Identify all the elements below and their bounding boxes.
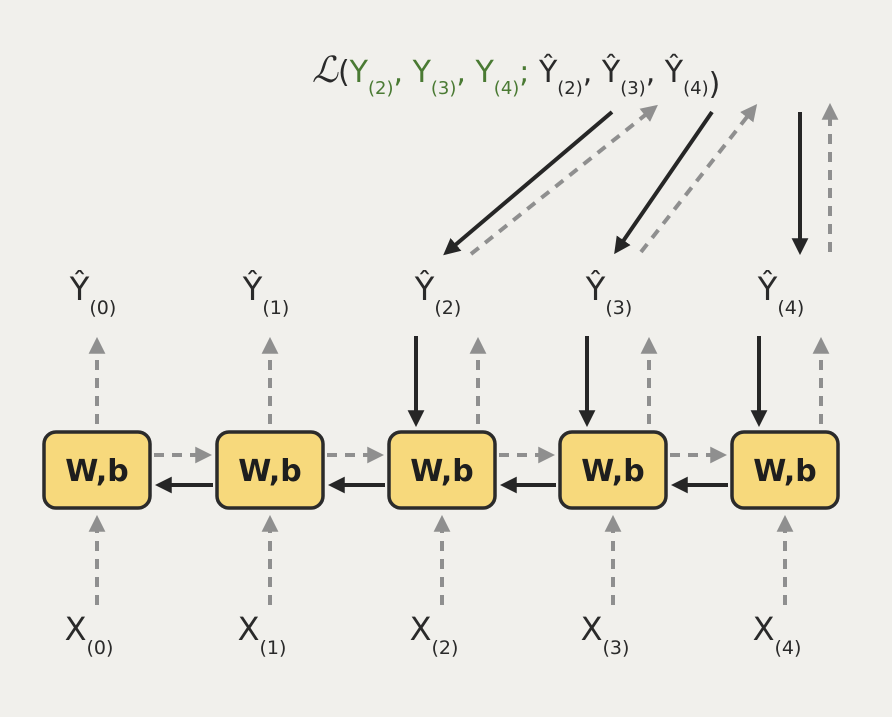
loss-prediction-1: Ŷ bbox=[601, 53, 621, 90]
output-yhat-0-symbol: Ŷ bbox=[69, 270, 90, 308]
input-x-1-symbol: X bbox=[238, 610, 260, 648]
rnn-cell-2: W,b bbox=[387, 430, 497, 510]
cell-box bbox=[387, 430, 497, 510]
cell-params-label: W,b bbox=[581, 454, 645, 489]
loss-target-sub-1: (3) bbox=[431, 78, 457, 99]
output-yhat-3-subscript: (3) bbox=[605, 297, 632, 319]
cell-params-label: W,b bbox=[238, 454, 302, 489]
output-yhat-2-symbol: Ŷ bbox=[414, 270, 435, 308]
cell-params-label: W,b bbox=[65, 454, 129, 489]
loss-target-2: Y bbox=[474, 55, 494, 90]
output-yhat-0-subscript: (0) bbox=[89, 297, 116, 319]
loss-open-paren: ( bbox=[338, 55, 350, 90]
output-yhat-2-subscript: (2) bbox=[434, 297, 461, 319]
loss-close-paren: ) bbox=[709, 67, 721, 102]
input-x-0-symbol: X bbox=[65, 610, 87, 648]
loss-prediction-sub-1: (3) bbox=[620, 78, 646, 99]
loss-prediction-sub-0: (2) bbox=[557, 78, 583, 99]
input-x-2-symbol: X bbox=[410, 610, 432, 648]
loss-prediction-sep-1: , bbox=[646, 55, 665, 90]
input-x-3-subscript: (3) bbox=[603, 637, 630, 659]
loss-prediction-2: Ŷ bbox=[664, 53, 684, 90]
loss-target-sep-0: , bbox=[393, 55, 412, 90]
cell-params-label: W,b bbox=[753, 454, 817, 489]
connection-arrows bbox=[88, 102, 839, 605]
output-yhat-4: Ŷ(4) bbox=[757, 270, 804, 319]
output-yhat-3: Ŷ(3) bbox=[585, 270, 632, 319]
loss-target-sub-0: (2) bbox=[368, 78, 394, 99]
loss-target-sep-1: , bbox=[456, 55, 475, 90]
rnn-cells: W,b W,b W,b W,b W,b bbox=[42, 430, 840, 510]
output-yhat-0: Ŷ(0) bbox=[69, 270, 116, 319]
output-yhat-2: Ŷ(2) bbox=[414, 270, 461, 319]
sequence-labels: X(0)Ŷ(0)X(1)Ŷ(1)X(2)Ŷ(2)X(3)Ŷ(3)X(4)Ŷ(4) bbox=[65, 270, 805, 659]
rnn-cell-0: W,b bbox=[42, 430, 152, 510]
input-x-0: X(0) bbox=[65, 610, 114, 659]
rnn-cell-4: W,b bbox=[730, 430, 840, 510]
input-x-1: X(1) bbox=[238, 610, 287, 659]
input-x-0-subscript: (0) bbox=[87, 637, 114, 659]
input-x-2-subscript: (2) bbox=[432, 637, 459, 659]
output-yhat-3-symbol: Ŷ bbox=[585, 270, 606, 308]
loss-symbol: ℒ bbox=[312, 50, 339, 91]
input-x-4-symbol: X bbox=[753, 610, 775, 648]
cell-box bbox=[558, 430, 668, 510]
rnn-cell-3: W,b bbox=[558, 430, 668, 510]
input-x-1-subscript: (1) bbox=[260, 637, 287, 659]
loss-target-sub-2: (4) bbox=[494, 78, 520, 99]
loss-prediction-sub-2: (4) bbox=[683, 78, 709, 99]
output-yhat-4-subscript: (4) bbox=[777, 297, 804, 319]
loss-target-0: Y bbox=[349, 55, 369, 90]
input-x-4-subscript: (4) bbox=[775, 637, 802, 659]
input-x-3-symbol: X bbox=[581, 610, 603, 648]
loss-prediction-0: Ŷ bbox=[538, 53, 558, 90]
input-x-3: X(3) bbox=[581, 610, 630, 659]
cell-params-label: W,b bbox=[410, 454, 474, 489]
loss-gradient-arrow-0 bbox=[443, 110, 614, 256]
loss-target-1: Y bbox=[412, 55, 432, 90]
output-yhat-1-symbol: Ŷ bbox=[242, 270, 263, 308]
input-x-4: X(4) bbox=[753, 610, 802, 659]
output-yhat-1: Ŷ(1) bbox=[242, 270, 289, 319]
prediction-to-loss-arrow-0 bbox=[469, 104, 658, 256]
loss-target-sep-2: ; bbox=[519, 55, 539, 90]
input-x-2: X(2) bbox=[410, 610, 459, 659]
loss-prediction-sep-0: , bbox=[583, 55, 602, 90]
cell-box bbox=[730, 430, 840, 510]
loss-gradient-arrow-1 bbox=[614, 110, 714, 255]
loss-function-expression: ℒ(Y(2), Y(3), Y(4); Ŷ(2), Ŷ(3), Ŷ(4)) bbox=[312, 50, 720, 102]
output-yhat-4-symbol: Ŷ bbox=[757, 270, 778, 308]
prediction-to-loss-arrow-1 bbox=[639, 104, 758, 254]
output-yhat-1-subscript: (1) bbox=[262, 297, 289, 319]
cell-box bbox=[42, 430, 152, 510]
cell-box bbox=[215, 430, 325, 510]
rnn-cell-1: W,b bbox=[215, 430, 325, 510]
